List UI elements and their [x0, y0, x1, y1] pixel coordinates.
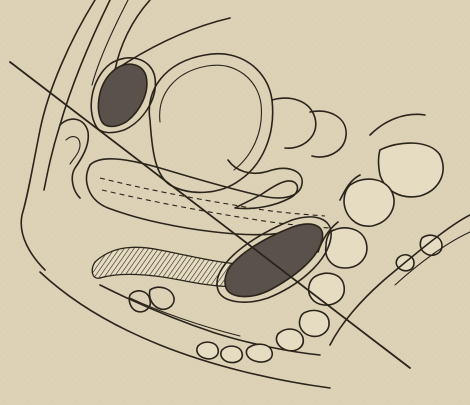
bottom-ring-4	[276, 329, 303, 351]
bottom-ring-2	[221, 346, 242, 362]
vertebra-4	[309, 273, 345, 305]
vertebra-2	[344, 179, 394, 226]
bottom-ring-1	[197, 342, 218, 359]
bottom-ring-3	[246, 344, 272, 362]
vertebra-5	[299, 310, 329, 336]
coccyx-bone-1	[420, 235, 442, 255]
